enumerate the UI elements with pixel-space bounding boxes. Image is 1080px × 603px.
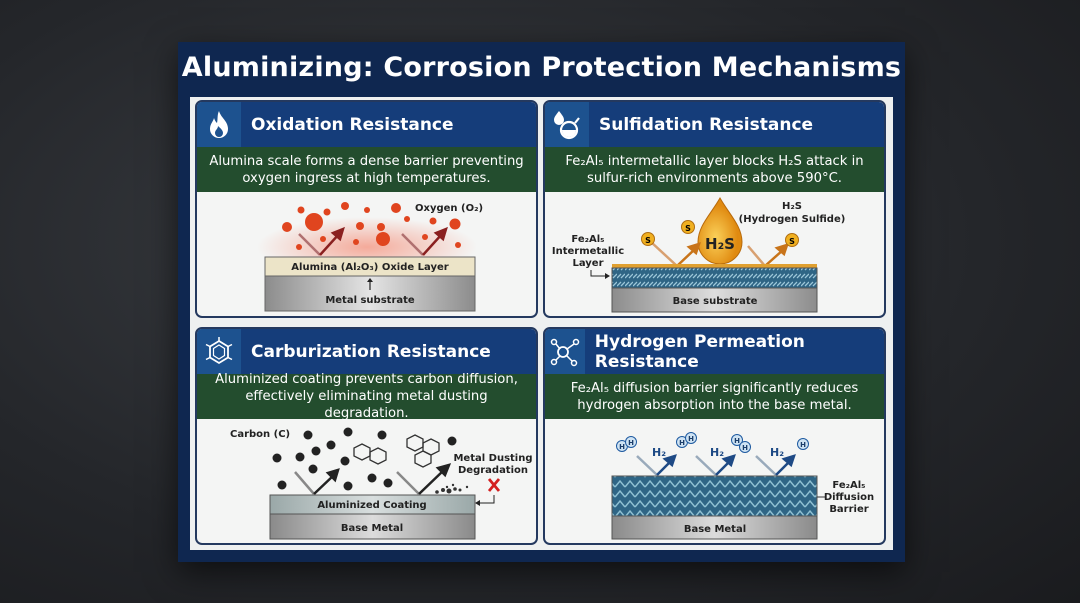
h-atom-label: H: [628, 439, 634, 447]
panel-title: Carburization Resistance: [251, 341, 491, 362]
description-line: Aluminized coating prevents carbon diffu…: [215, 372, 518, 387]
oxidation-illustration: Oxygen (O₂) Alumina (Al₂O₃) Oxide Layer …: [257, 202, 483, 312]
barrier-label: Diffusion: [824, 492, 874, 503]
h2-label: H₂: [770, 446, 784, 459]
panel-description: Aluminized coating prevents carbon diffu…: [197, 372, 536, 421]
substrate-label: Base Metal: [341, 523, 403, 534]
oxidation-diagram: Oxygen (O₂) Alumina (Al₂O₃) Oxide Layer …: [197, 192, 536, 316]
carburization-illustration: Carbon (C) Metal Dusting Degradation Alu…: [230, 427, 533, 540]
blocked-x-icon: [487, 478, 501, 492]
panel-title: Hydrogen Permeation Resistance: [594, 331, 805, 372]
h2-label: H₂: [652, 446, 666, 459]
h-atom-label: H: [734, 437, 740, 445]
panel-description: Alumina scale forms a dense barrier prev…: [197, 147, 536, 192]
carburization-diagram: Carbon (C) Metal Dusting Degradation Alu…: [197, 419, 536, 543]
panel-carburization: Carburization Resistance Aluminized coat…: [195, 327, 538, 545]
h-atom-label: H: [619, 443, 625, 451]
oxygen-label: Oxygen (O₂): [415, 203, 483, 214]
panel-description: Fe₂Al₅ intermetallic layer blocks H₂S at…: [545, 147, 884, 192]
description-line: Alumina scale forms a dense barrier prev…: [209, 153, 524, 169]
layer-label: Fe₂Al₅: [571, 234, 604, 245]
sulfur-atom-label: S: [685, 224, 691, 233]
flame-icon: [197, 102, 241, 147]
description-line: Fe₂Al₅ intermetallic layer blocks H₂S at…: [565, 153, 864, 169]
substrate-label: Base Metal: [684, 524, 746, 535]
metal-dusting-label: Degradation: [458, 465, 528, 476]
droplet-flask-icon: [545, 102, 589, 147]
description-line: oxygen ingress at high temperatures.: [242, 170, 491, 186]
h-atom-label: H: [679, 439, 685, 447]
description-line: Fe₂Al₅ diffusion barrier significantly r…: [570, 380, 859, 396]
panel-header: Carburization Resistance: [197, 329, 536, 374]
alumina-layer-label: Alumina (Al₂O₃) Oxide Layer: [291, 262, 448, 273]
h2s-name-label: (Hydrogen Sulfide): [739, 214, 846, 225]
substrate-label: Base substrate: [673, 296, 758, 307]
infographic-poster: Aluminizing: Corrosion Protection Mechan…: [178, 42, 905, 562]
panel-sulfidation: Sulfidation Resistance Fe₂Al₅ intermetal…: [543, 100, 886, 318]
description-line: hydrogen absorption into the base metal.: [577, 397, 852, 413]
metal-dusting-label: Metal Dusting: [453, 453, 532, 464]
panel-hydrogen-permeation: Hydrogen Permeation Resistance Fe₂Al₅ di…: [543, 327, 886, 545]
carbon-atoms: [272, 427, 457, 491]
sulfur-atom-label: S: [645, 236, 651, 245]
barrier-label: Fe₂Al₅: [832, 480, 865, 491]
dust-particles: [435, 483, 469, 494]
sulfidation-illustration: H₂S S S S H₂S (Hydrogen Sulfide) Fe₂Al₅ …: [552, 196, 846, 313]
molecule-network-icon: [545, 329, 585, 374]
h2s-label: H₂S: [782, 201, 802, 212]
hexagon-molecule-icon: [197, 329, 241, 374]
h2s-drop-label: H₂S: [705, 235, 735, 253]
description-line: effectively eliminating metal dusting de…: [245, 389, 488, 421]
panel-header: Hydrogen Permeation Resistance: [545, 329, 884, 374]
coating-label: Aluminized Coating: [317, 500, 426, 511]
sulfur-atoms: S S S: [641, 220, 799, 247]
panel-title: Oxidation Resistance: [251, 114, 454, 135]
poster-title: Aluminizing: Corrosion Protection Mechan…: [181, 52, 902, 83]
h-atom-label: H: [688, 435, 694, 443]
description-line: sulfur-rich environments above 590°C.: [587, 170, 842, 186]
panel-title: Sulfidation Resistance: [599, 114, 814, 135]
layer-label: Intermetallic: [552, 246, 624, 257]
sulfur-atom-label: S: [789, 237, 795, 246]
barrier-label: Barrier: [829, 504, 868, 515]
oxygen-molecules: [282, 202, 461, 250]
panel-description: Fe₂Al₅ diffusion barrier significantly r…: [545, 374, 884, 419]
panel-grid: Oxidation Resistance Alumina scale forms…: [190, 97, 893, 550]
layer-label: Layer: [572, 258, 603, 269]
panel-header: Sulfidation Resistance: [545, 102, 884, 147]
substrate-label: Metal substrate: [325, 295, 415, 306]
panel-oxidation: Oxidation Resistance Alumina scale forms…: [195, 100, 538, 318]
sulfidation-diagram: H₂S S S S H₂S (Hydrogen Sulfide) Fe₂Al₅ …: [545, 192, 884, 316]
carbon-label: Carbon (C): [230, 429, 290, 440]
panel-header: Oxidation Resistance: [197, 102, 536, 147]
h-atom-label: H: [742, 444, 748, 452]
h2-label: H₂: [710, 446, 724, 459]
hydrocarbon-molecules: [353, 434, 440, 468]
h-atom-label: H: [800, 441, 806, 449]
